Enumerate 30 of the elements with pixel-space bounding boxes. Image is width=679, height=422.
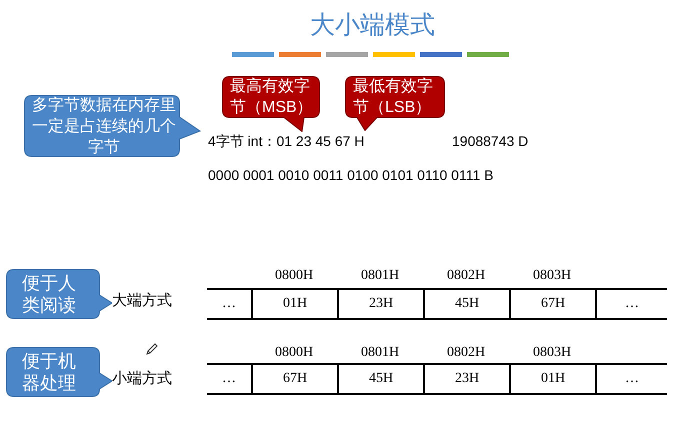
- speech-bubble: 最低有效字节（LSB）: [345, 76, 445, 131]
- value-text: 19088743 D: [452, 133, 528, 149]
- memory-cell: …: [595, 363, 667, 395]
- memory-cell: …: [207, 288, 251, 320]
- address-label: 0801H: [361, 268, 400, 284]
- memory-cell: …: [207, 363, 251, 395]
- address-label: 0800H: [275, 345, 314, 361]
- speech-bubble: 最高有效字节（MSB）: [222, 76, 320, 132]
- memory-cell: 01H: [251, 288, 337, 320]
- row-label: 大端方式: [112, 291, 172, 310]
- address-label: 0803H: [533, 268, 572, 284]
- memory-cell: 45H: [423, 288, 509, 320]
- memory-cell: …: [595, 288, 667, 320]
- address-label: 0800H: [275, 268, 314, 284]
- memory-cell: 23H: [423, 363, 509, 395]
- address-label: 0802H: [447, 345, 486, 361]
- speech-bubble: 便于机器处理: [6, 347, 112, 397]
- memory-cell: 45H: [337, 363, 423, 395]
- address-label: 0803H: [533, 345, 572, 361]
- address-label: 0802H: [447, 268, 486, 284]
- memory-cell: 23H: [337, 288, 423, 320]
- speech-bubble: 便于人类阅读: [6, 269, 112, 319]
- binary-text: 0000 0001 0010 0011 0100 0101 0110 0111 B: [208, 167, 494, 183]
- memory-cell: 67H: [251, 363, 337, 395]
- value-text: 4字节 int：01 23 45 67 H: [208, 133, 364, 151]
- address-label: 0801H: [361, 345, 400, 361]
- row-label: 小端方式: [112, 369, 172, 388]
- memory-cell: 67H: [509, 288, 595, 320]
- memory-cell: 01H: [509, 363, 595, 395]
- title: 大小端模式: [309, 10, 436, 41]
